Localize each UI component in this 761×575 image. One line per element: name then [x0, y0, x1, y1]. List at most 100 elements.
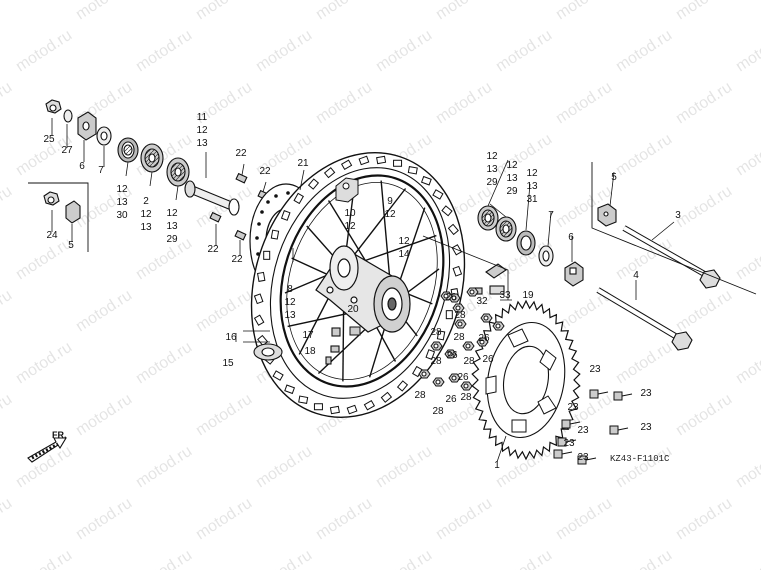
watermark-text: motod.ru — [13, 547, 75, 570]
callout-c50: 1 — [494, 460, 500, 471]
leader-line — [651, 221, 675, 241]
dust-seal-part — [117, 137, 139, 163]
callout-number: 23 — [577, 452, 589, 463]
bolt-shank — [569, 421, 581, 425]
watermark-text: motod.ru — [73, 0, 135, 23]
callout-c11: 22 — [235, 148, 247, 159]
callout-c3: 6 — [79, 161, 85, 172]
bolt-head-icon — [613, 391, 623, 401]
callout-number: 28 — [453, 332, 465, 343]
callout-c27: 12 13 31 — [526, 168, 538, 205]
tread-block — [396, 380, 409, 392]
callout-c49: 28 — [460, 392, 472, 403]
left-hub-parts — [28, 99, 270, 252]
callout-number: 19 — [522, 290, 534, 301]
callout-number: 7 — [98, 165, 104, 176]
bolt-head-icon — [589, 389, 599, 399]
callout-number: 13 — [486, 164, 498, 175]
tread-block — [420, 175, 432, 186]
bearing-right-1 — [477, 205, 499, 231]
tread-block — [445, 310, 453, 320]
front-label: FR. — [52, 430, 67, 440]
callout-c48: 26 — [445, 394, 457, 405]
callout-number: 23 — [567, 402, 579, 413]
callout-number: 28 — [454, 310, 466, 321]
watermark-text: motod.ru — [313, 79, 375, 128]
callout-number: 15 — [222, 358, 234, 369]
callout-number: 32 — [476, 296, 488, 307]
leader-valve — [235, 330, 270, 343]
watermark-text: motod.ru — [373, 547, 435, 570]
callout-c43: 28 — [463, 356, 475, 367]
nut-hole — [463, 383, 469, 389]
callout-number: 22 — [259, 166, 271, 177]
callout-c41: 28 — [430, 356, 442, 367]
callout-number: 5 — [68, 240, 74, 251]
callout-number: 17 — [302, 330, 314, 341]
watermark-text: motod.ru — [0, 287, 15, 336]
callout-c33: 32 — [476, 296, 488, 307]
callout-c47: 28 — [432, 406, 444, 417]
watermark-text: motod.ru — [313, 495, 375, 544]
callout-number: 13 — [116, 197, 128, 208]
callout-number: 4 — [633, 270, 639, 281]
callout-number: 11 — [197, 112, 208, 123]
tread-block — [407, 166, 418, 175]
callout-number: 28 — [463, 356, 475, 367]
callout-c55: 23 — [640, 422, 652, 433]
callout-c32: 4 — [633, 270, 639, 281]
callout-number: 6 — [79, 161, 85, 172]
callout-number: 22 — [235, 148, 247, 159]
callout-number: 12 — [140, 209, 152, 220]
callout-c13: 22 — [207, 244, 219, 255]
callout-number: 13 — [526, 181, 538, 192]
leader-line — [609, 171, 615, 207]
watermark-text: motod.ru — [553, 0, 615, 23]
callout-number: 31 — [526, 194, 538, 205]
tube-valve-parts — [253, 327, 341, 365]
callout-c23: 15 — [222, 358, 234, 369]
watermark-text: motod.ru — [733, 235, 761, 284]
callout-number: 30 — [116, 210, 128, 221]
callout-number: 26 — [478, 333, 490, 344]
leader-lines — [51, 118, 675, 463]
nut-hole — [483, 315, 489, 321]
watermark-text: motod.ru — [613, 339, 675, 388]
leader-line — [241, 163, 245, 176]
leader-line — [299, 169, 305, 191]
watermark-text: motod.ru — [13, 235, 75, 284]
callout-number: 13 — [284, 310, 296, 321]
callout-number: 12 — [384, 209, 396, 220]
callout-c45: 26 — [457, 372, 469, 383]
rim — [279, 174, 445, 388]
bolt-shank — [621, 393, 633, 397]
chain-adjuster-plate-part — [65, 200, 81, 224]
callout-number: 23 — [640, 422, 652, 433]
callout-c56: 23 — [563, 438, 575, 449]
axle-nut-part-2 — [43, 191, 60, 206]
watermark-text: motod.ru — [733, 547, 761, 570]
bearing-part — [140, 143, 164, 173]
nut-hole — [455, 305, 461, 311]
watermark-text: motod.ru — [253, 547, 315, 570]
callout-number: 26 — [446, 350, 458, 361]
adjuster-block-right — [564, 261, 584, 287]
callout-c17: 912 — [384, 196, 396, 220]
tread-block — [323, 167, 336, 179]
watermark-text: motod.ru — [193, 287, 255, 336]
callout-number: 16 — [225, 332, 237, 343]
callout-c40: 26 — [446, 350, 458, 361]
leader-line — [175, 185, 179, 201]
bolt-shank — [585, 457, 597, 461]
axle-part-2 — [596, 287, 693, 351]
callout-number: 12 — [526, 168, 538, 179]
rim-lock — [335, 177, 361, 336]
callout-c31: 3 — [675, 210, 681, 221]
watermark-text: motod.ru — [733, 131, 761, 180]
bearing-part-2 — [166, 157, 190, 187]
